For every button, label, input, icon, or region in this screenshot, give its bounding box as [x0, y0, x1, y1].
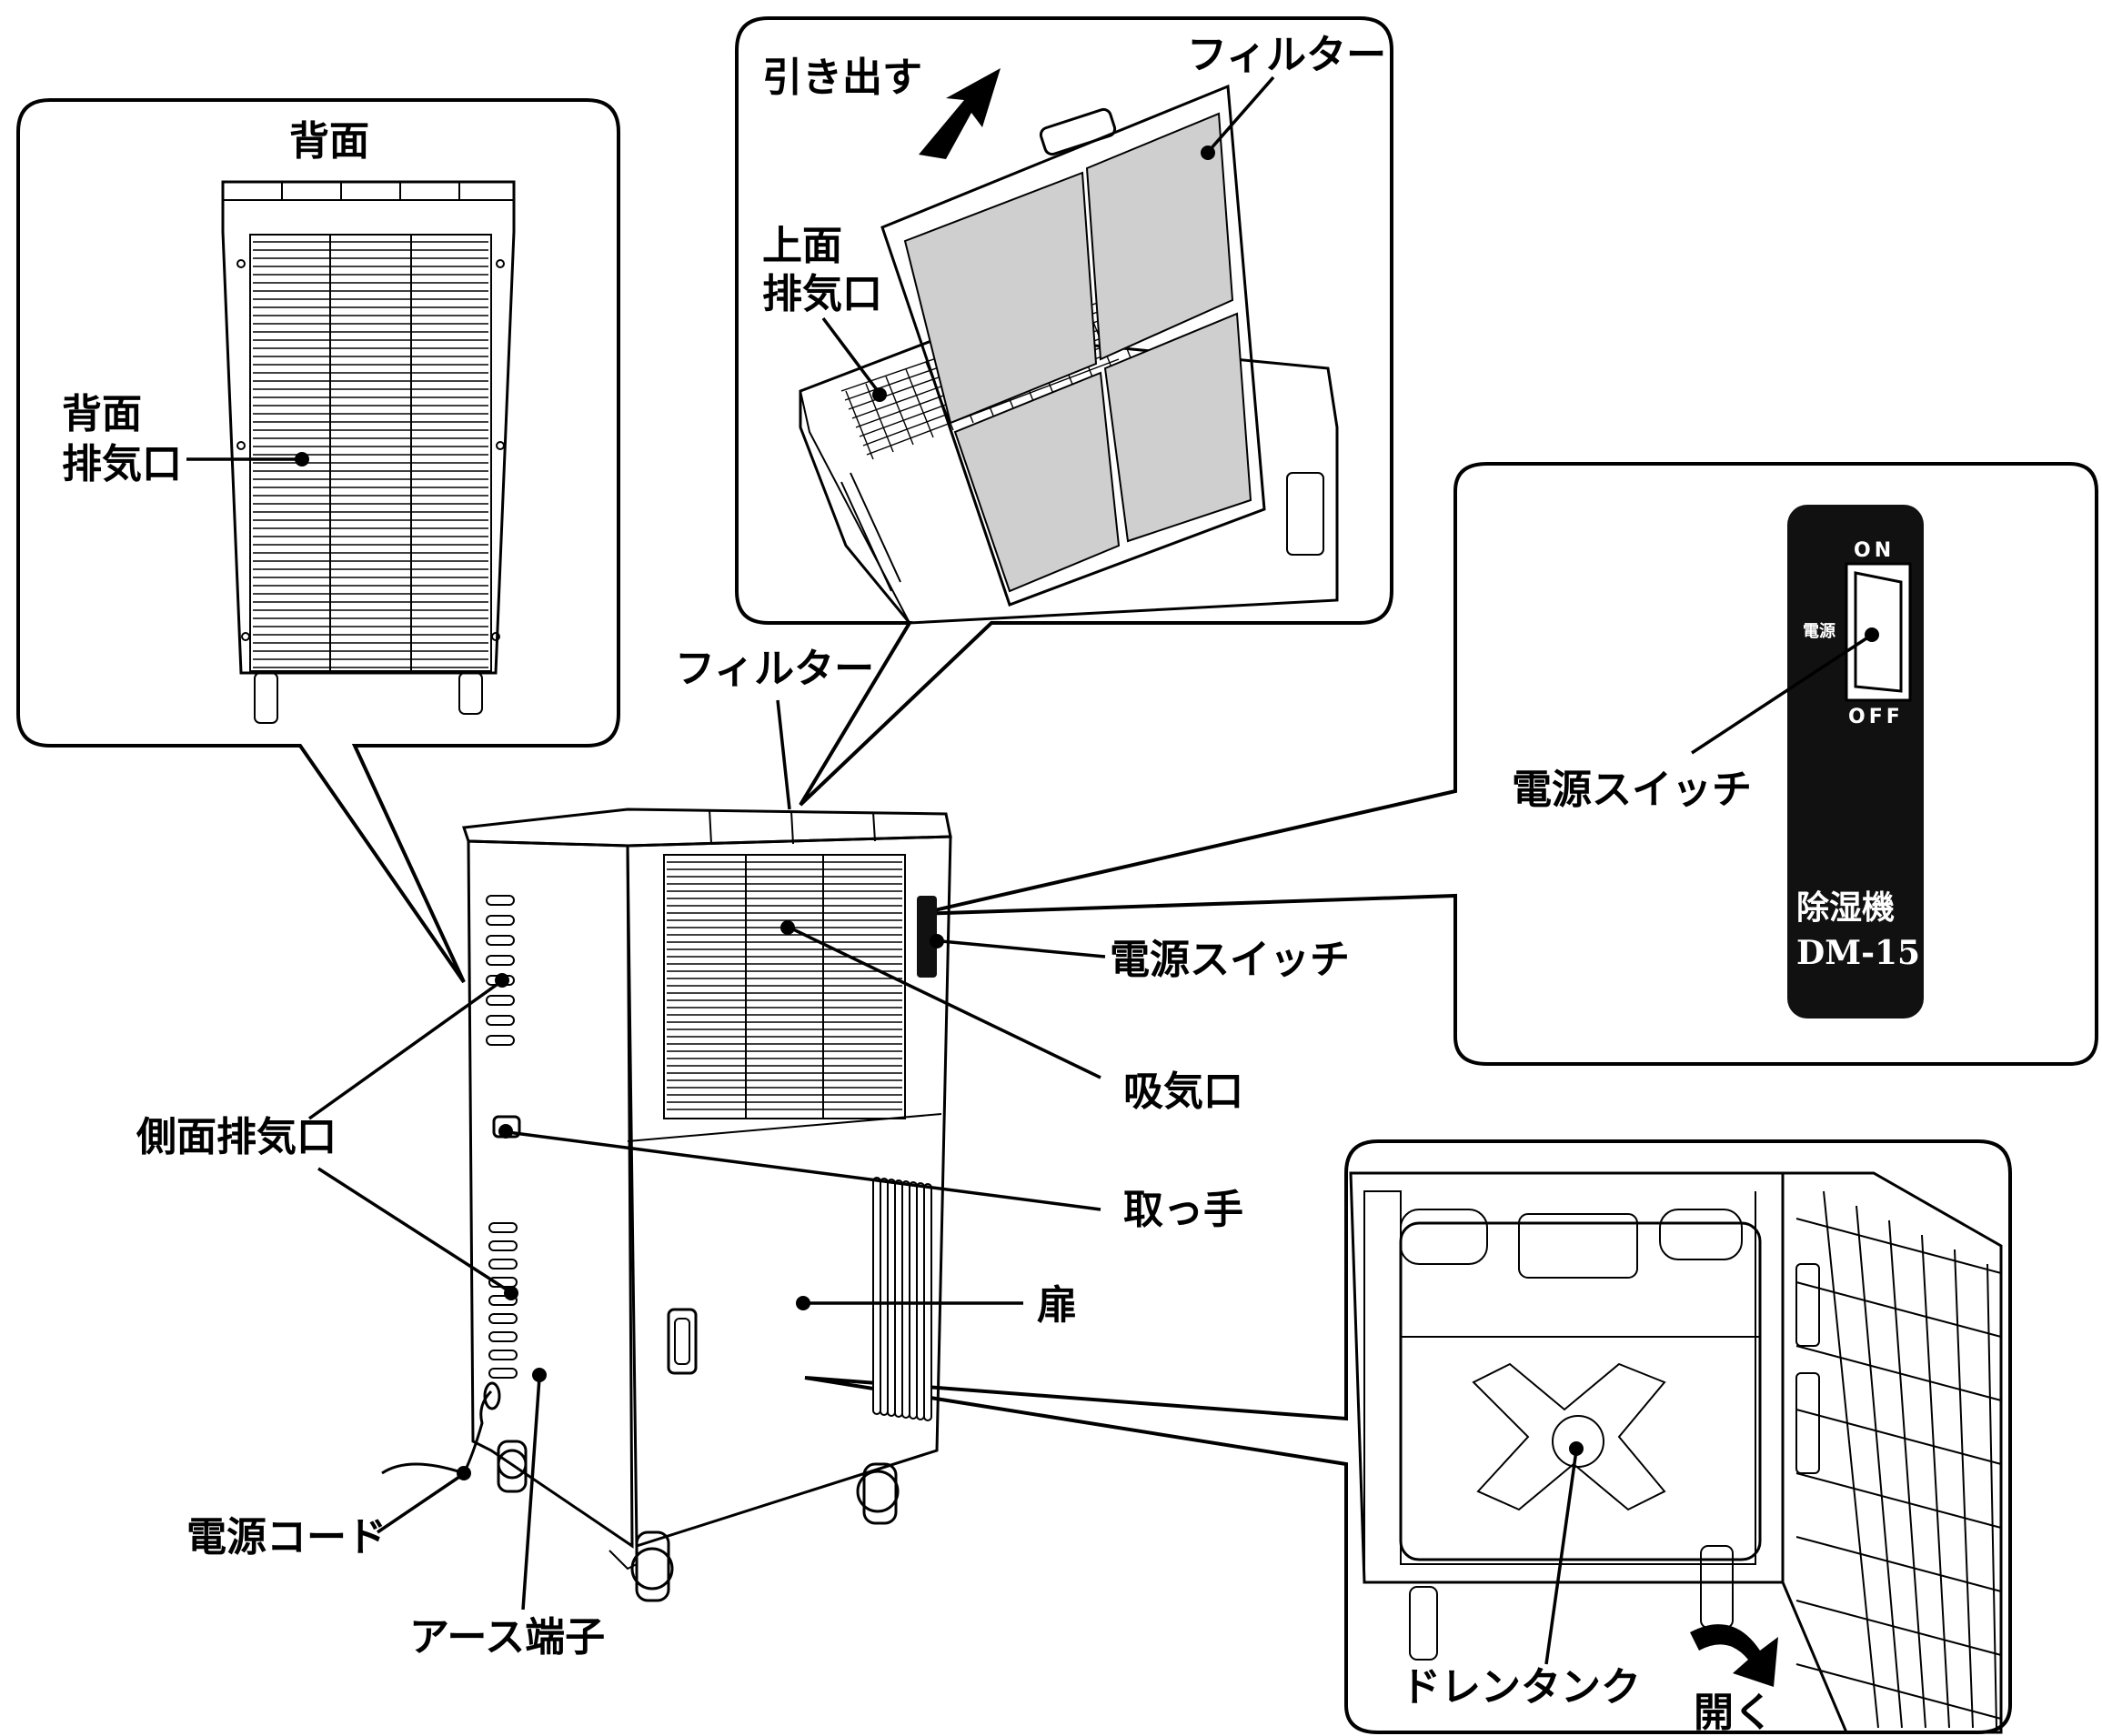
power-switch-main-leader — [940, 939, 1106, 958]
filter-top-leader — [1208, 75, 1275, 152]
filter-top-label: フィルター — [1187, 32, 1386, 78]
drain-interior-illustration — [1349, 1171, 1785, 1661]
intake-grille — [667, 861, 902, 1110]
drain-tank-callout: ドレンタンク 開く — [804, 1139, 2012, 1736]
drain-tank-marker — [1569, 1441, 1584, 1456]
earth-terminal-marker — [532, 1368, 547, 1382]
main-unit-illustration — [381, 808, 952, 1602]
power-cord-label: 電源コード — [186, 1514, 387, 1560]
rear-view-callout: 背面 背面 排気口 — [16, 98, 620, 984]
power-cord-marker — [457, 1466, 471, 1480]
power-switch-detail-leader — [1691, 635, 1870, 755]
top-filter-callout: 引き出す フィルター 上面 排気口 — [735, 16, 1393, 807]
top-exhaust-label-line2: 排気口 — [762, 271, 882, 317]
filter-main-leader — [776, 699, 791, 810]
drain-tank-leader — [1544, 1450, 1578, 1665]
side-exhaust-marker-1 — [495, 973, 509, 988]
door-vents — [872, 1177, 932, 1421]
pull-out-arrow — [919, 68, 1001, 159]
top-exhaust-leader — [821, 316, 880, 393]
rear-grille — [253, 241, 488, 668]
power-switch-main-label: 電源スイッチ — [1110, 937, 1350, 983]
door-label: 扉 — [1037, 1282, 1077, 1329]
rear-exhaust-label-line1: 背面 — [62, 391, 142, 437]
open-door-illustration — [1781, 1171, 2003, 1734]
power-switch-callout: ON OFF 電源 除湿機 DM-15 電源スイッチ — [918, 462, 2098, 1066]
power-switch-detail-marker — [1865, 627, 1879, 642]
side-exhaust-leader-2 — [317, 1167, 510, 1293]
power-switch-main-marker — [930, 934, 944, 948]
filter-top-marker — [1201, 146, 1215, 160]
switch-power-text: 電源 — [1803, 621, 1835, 641]
handle-label: 取っ手 — [1123, 1187, 1243, 1233]
rear-unit-illustration — [221, 180, 516, 724]
power-cord-leader — [377, 1473, 463, 1534]
power-cord — [381, 1390, 493, 1475]
pull-out-label: 引き出す — [762, 55, 922, 101]
open-arrow — [1690, 1624, 1778, 1687]
model-text: DM-15 — [1796, 934, 1920, 972]
earth-terminal-leader — [521, 1377, 541, 1611]
switch-on-text: ON — [1854, 539, 1895, 562]
earth-terminal-label: アース端子 — [409, 1614, 605, 1661]
intake-marker — [780, 920, 795, 935]
side-exhaust-label: 側面排気口 — [136, 1114, 337, 1160]
door-handle[interactable] — [667, 1308, 698, 1375]
door-marker — [796, 1296, 810, 1310]
intake-label: 吸気口 — [1123, 1069, 1243, 1115]
intake-leader — [789, 926, 1101, 1079]
rear-exhaust-label-line2: 排気口 — [62, 441, 182, 487]
drain-tank-label: ドレンタンク — [1401, 1664, 1641, 1711]
door-grid — [1795, 1190, 2002, 1729]
side-exhaust-marker-2 — [504, 1286, 518, 1300]
rear-title: 背面 — [289, 118, 369, 165]
rear-exhaust-marker — [295, 452, 309, 467]
open-label: 開く — [1694, 1690, 1774, 1736]
filter-main-label: フィルター — [675, 646, 874, 692]
filter-panel — [880, 84, 1266, 607]
handle-marker — [498, 1124, 513, 1139]
main-switch-panel[interactable] — [917, 896, 937, 978]
handle-leader — [507, 1130, 1101, 1211]
power-switch-detail-label: 電源スイッチ — [1512, 767, 1752, 813]
switch-off-text: OFF — [1848, 706, 1904, 728]
top-exhaust-marker — [872, 387, 887, 402]
product-name-text: 除湿機 — [1796, 888, 1895, 927]
side-exhaust-leader-1 — [307, 980, 502, 1120]
top-exhaust-label-line1: 上面 — [762, 223, 842, 269]
